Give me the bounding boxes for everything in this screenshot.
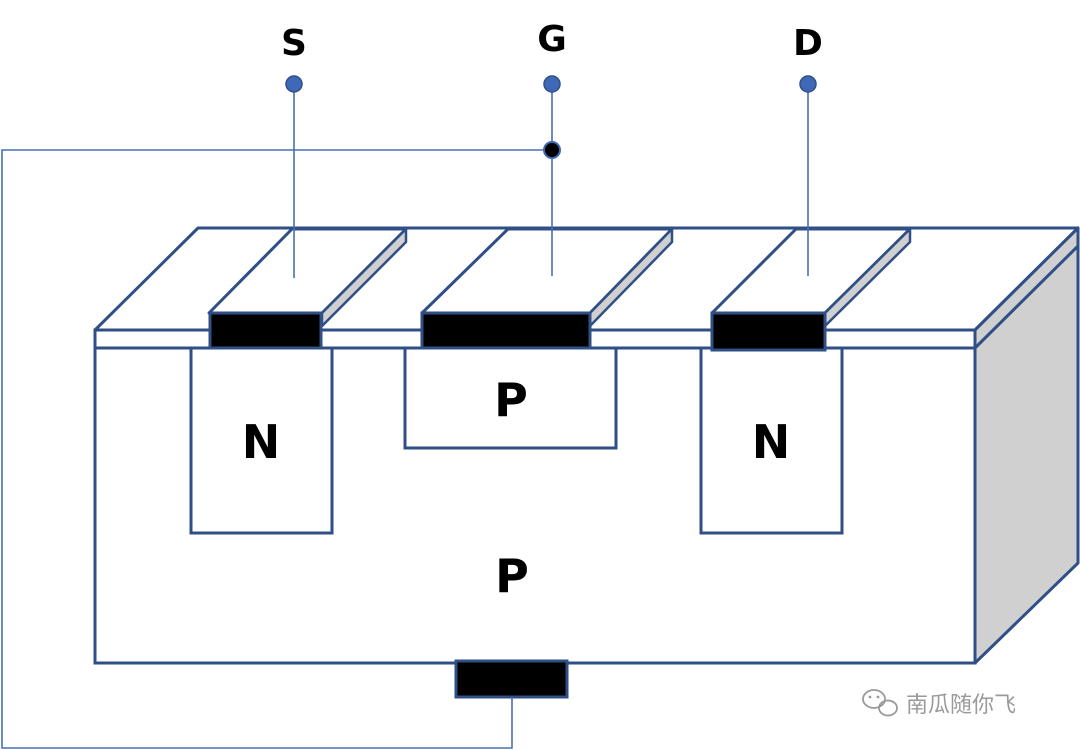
gate-region-label: P <box>494 373 528 427</box>
terminal-dots <box>285 75 817 159</box>
drain-electrode <box>710 227 912 352</box>
substrate-label: P <box>495 549 529 603</box>
source-contact <box>208 311 323 350</box>
substrate-contact <box>454 659 569 699</box>
wechat-icon <box>862 689 898 717</box>
terminal-labels: S G D <box>281 19 823 64</box>
wiring <box>1 84 809 749</box>
source-electrode <box>207 227 408 350</box>
source-terminal-dot <box>285 75 303 93</box>
gate-electrode <box>420 227 674 350</box>
watermark: 南瓜随你飞 <box>862 689 1016 718</box>
gate-contact <box>420 311 592 350</box>
gate-label: G <box>537 19 567 60</box>
gate-junction-dot <box>543 141 561 159</box>
drain-well-label: N <box>752 415 791 469</box>
source-well-label: N <box>242 415 281 469</box>
gate-terminal-dot <box>543 75 561 93</box>
drain-label: D <box>793 23 823 64</box>
watermark-text: 南瓜随你飞 <box>906 693 1016 718</box>
source-label: S <box>281 23 307 64</box>
drain-n-well <box>699 346 844 535</box>
source-n-well <box>189 346 334 535</box>
strip-side-face <box>973 226 1080 350</box>
drain-contact <box>710 311 827 352</box>
region-labels: N P N P <box>242 373 791 603</box>
electrodes <box>207 227 912 699</box>
substrate-to-gate-wire <box>1 149 552 749</box>
drain-terminal-dot <box>799 75 817 93</box>
